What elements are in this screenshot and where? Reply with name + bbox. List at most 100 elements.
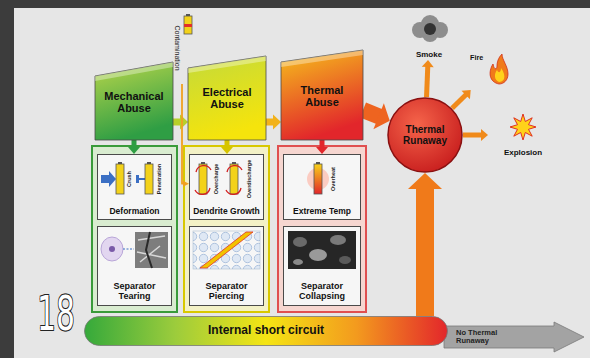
arrow-head [221,147,233,154]
column-panel [92,146,366,312]
flow-arrow [363,103,390,129]
separator-piercing-picture [193,231,260,269]
abuse-shape-top [95,62,173,81]
arrow-head [316,147,328,154]
outcome-icon: Explosion [488,112,558,158]
dendrite-icon [199,164,207,194]
smoke-cloud [412,15,448,42]
icon-caption: Overcharge [214,164,220,195]
contamination-source: Contamination [170,12,194,84]
battery-icon [184,16,192,34]
abuse-block: Electrical Abuse [188,56,266,140]
flow-arrow [452,90,471,108]
effect-box: Separator Tearing [97,226,172,306]
separator-tearing-picture [101,237,123,261]
box-label: Extreme Temp [293,207,351,216]
abuse-block: Thermal Abuse [281,50,363,140]
explosion-burst [510,114,536,140]
box-label: Separator Tearing [101,282,168,302]
deformation-icon [101,171,116,187]
dendrite-icon [201,162,205,164]
arrow-head [408,173,442,189]
flow-arrow [316,140,328,154]
battery-icon [184,14,192,34]
arrow-head [273,115,281,130]
flow-arrow [266,115,281,130]
box-label: Deformation [109,207,159,216]
deformation-icon [147,162,151,164]
dendrite-icon [227,166,242,172]
outcome-label: Fire [470,54,483,62]
icon-caption: Overdischarge [247,160,253,199]
dendrite-icon [195,188,210,194]
separator-collapsing-picture [330,235,346,245]
dendrite-icon [196,166,211,172]
flow-arrow [173,115,188,130]
flow-arrow [128,140,140,154]
deformation-icon [116,164,124,194]
fire-flame [490,54,508,84]
box-fill [283,154,361,220]
arrow-head [422,60,434,67]
fire-flame [495,68,504,82]
overheat-icon [316,162,320,164]
icon-caption: Penetration [157,164,163,194]
arrow-shaft [463,133,483,138]
arrow-head [481,129,488,141]
arrow-head [373,103,389,129]
deformation-icon [118,162,122,164]
dendrite-icon [230,164,238,194]
separator-piercing-picture [200,232,253,268]
grey-arrow-shape [444,322,584,352]
flow-arrow [422,60,434,97]
effect-box: Separator Piercing [189,226,264,306]
box-fill [97,154,361,306]
separator-collapsing-picture [309,249,327,261]
separator-tearing-picture [146,232,152,268]
overheat-icon [314,164,322,194]
column-panel [184,146,269,312]
abuse-shape-top [281,50,363,67]
effect-box: Separator Collapsing [283,226,361,306]
outcome-label: Smoke [416,51,442,60]
box-fill [283,226,361,306]
arrow-head [462,90,471,99]
outcome-icon: Smoke [406,12,452,60]
separator-collapsing-picture [293,237,307,247]
deformation-icon [101,162,153,194]
separator-tearing-picture [101,232,168,268]
abuse-block: Mechanical Abuse [95,62,173,140]
grey-arrow: No Thermal Runaway [444,322,584,352]
abuse-shape [281,50,363,140]
box-fill [189,226,264,306]
vertical-label: Contamination [173,25,181,70]
abuse-shape [188,56,266,140]
arrow-shaft [416,184,434,316]
arrow-shaft [182,84,185,184]
icon-caption: Overheat [331,167,337,191]
abuse-shape-top [188,56,266,73]
arrow-shaft [452,93,467,108]
runaway-shape [388,98,462,172]
page-number: 18 [37,289,75,337]
separator-tearing-picture [135,232,168,268]
separator-tearing-picture [137,236,166,262]
flow-arrow [463,129,488,141]
arrow-head [128,147,140,154]
outcome-label: Explosion [504,149,542,158]
abuse-shape [95,62,173,140]
arrow-label: No Thermal Runaway [456,329,506,346]
circle-title: Thermal Runaway [394,124,456,146]
abuse-title: Thermal Abuse [289,84,355,108]
column-panel [92,146,177,312]
separator-tearing-picture [109,246,115,252]
abuse-title: Electrical Abuse [194,86,260,110]
box-label: Dendrite Growth [193,207,260,216]
smoke-cloud [424,23,436,35]
separator-piercing-picture [193,231,260,269]
abuse-title: Mechanical Abuse [101,90,167,114]
